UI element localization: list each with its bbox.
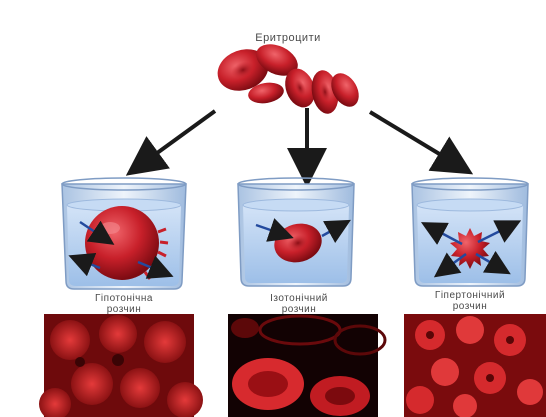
- label-isotonic-line2: розчин: [234, 304, 364, 315]
- micrograph-isotonic: [228, 314, 385, 417]
- beaker-hypertonic: [412, 178, 528, 286]
- arrow-right: [370, 112, 456, 164]
- label-hypertonic: Гіпертонічний розчин: [400, 290, 540, 312]
- arrow-left: [142, 111, 215, 164]
- label-hypotonic-line1: Гіпотонічна: [54, 293, 194, 304]
- label-hypertonic-line1: Гіпертонічний: [400, 290, 540, 301]
- label-isotonic: Ізотонічний розчин: [234, 293, 364, 315]
- label-hypertonic-line2: розчин: [400, 301, 540, 312]
- label-isotonic-line1: Ізотонічний: [234, 293, 364, 304]
- micrograph-hypotonic: [39, 314, 203, 417]
- micrograph-hypertonic: [404, 314, 546, 417]
- label-hypotonic-line2: розчин: [54, 304, 194, 315]
- beaker-hypotonic: [62, 178, 186, 289]
- rbc-cluster: [212, 38, 365, 116]
- label-hypotonic: Гіпотонічна розчин: [54, 293, 194, 315]
- beaker-isotonic: [238, 178, 354, 286]
